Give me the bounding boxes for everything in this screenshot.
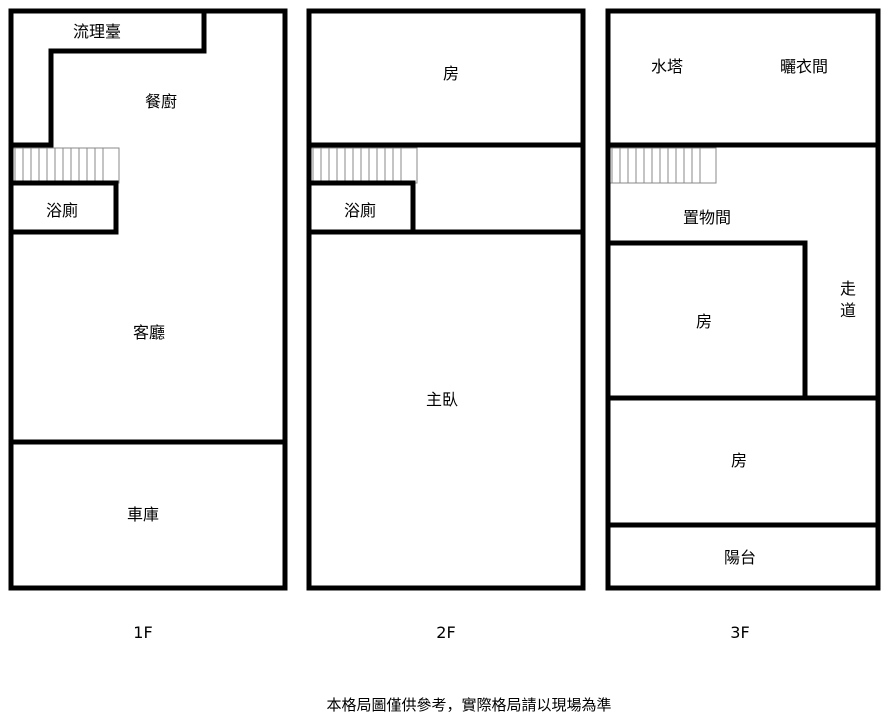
- floor-label-2f: 2F: [436, 623, 455, 642]
- floor-1f: 流理臺 餐廚 浴廁 客廳 車庫: [8, 8, 288, 591]
- room-label-water-tower: 水塔: [651, 57, 683, 76]
- outer-wall-3f: [605, 8, 881, 591]
- floor-label-3f: 3F: [730, 623, 749, 642]
- room-label-room-2f: 房: [443, 64, 459, 83]
- outer-wall-1f: [8, 8, 288, 591]
- stairs-1f: [12, 147, 120, 184]
- room-label-corridor: 走道: [840, 279, 856, 320]
- bath-wall-2f: [306, 180, 416, 235]
- floor-label-1f: 1F: [133, 623, 152, 642]
- room-label-master: 主臥: [426, 390, 458, 409]
- room-label-storage: 置物間: [683, 208, 731, 227]
- outer-wall-2f: [306, 8, 586, 591]
- room-label-drying-room: 曬衣間: [780, 57, 828, 76]
- room-label-living: 客廳: [133, 323, 165, 342]
- bath-wall-1f: [8, 180, 119, 235]
- stairs-3f: [609, 147, 717, 184]
- disclaimer-note: 本格局圖僅供參考，實際格局請以現場為準: [326, 696, 611, 714]
- room-label-kitchen: 餐廚: [145, 92, 177, 111]
- room-label-bath-1f: 浴廁: [46, 201, 78, 220]
- counter-wall: [8, 8, 207, 148]
- room-label-balcony: 陽台: [724, 548, 756, 567]
- room-label-room-a-3f: 房: [696, 312, 712, 331]
- room-label-sink: 流理臺: [73, 22, 121, 41]
- room-a-wall-3f: [605, 240, 808, 400]
- stairs-2f: [310, 147, 418, 184]
- room-label-bath-2f: 浴廁: [344, 201, 376, 220]
- room-label-garage: 車庫: [127, 505, 159, 524]
- floor-2f: 房 浴廁 主臥: [306, 8, 586, 591]
- room-label-room-b-3f: 房: [731, 451, 747, 470]
- floor-3f: 水塔 曬衣間 置物間 走道 房 房 陽台: [605, 8, 881, 591]
